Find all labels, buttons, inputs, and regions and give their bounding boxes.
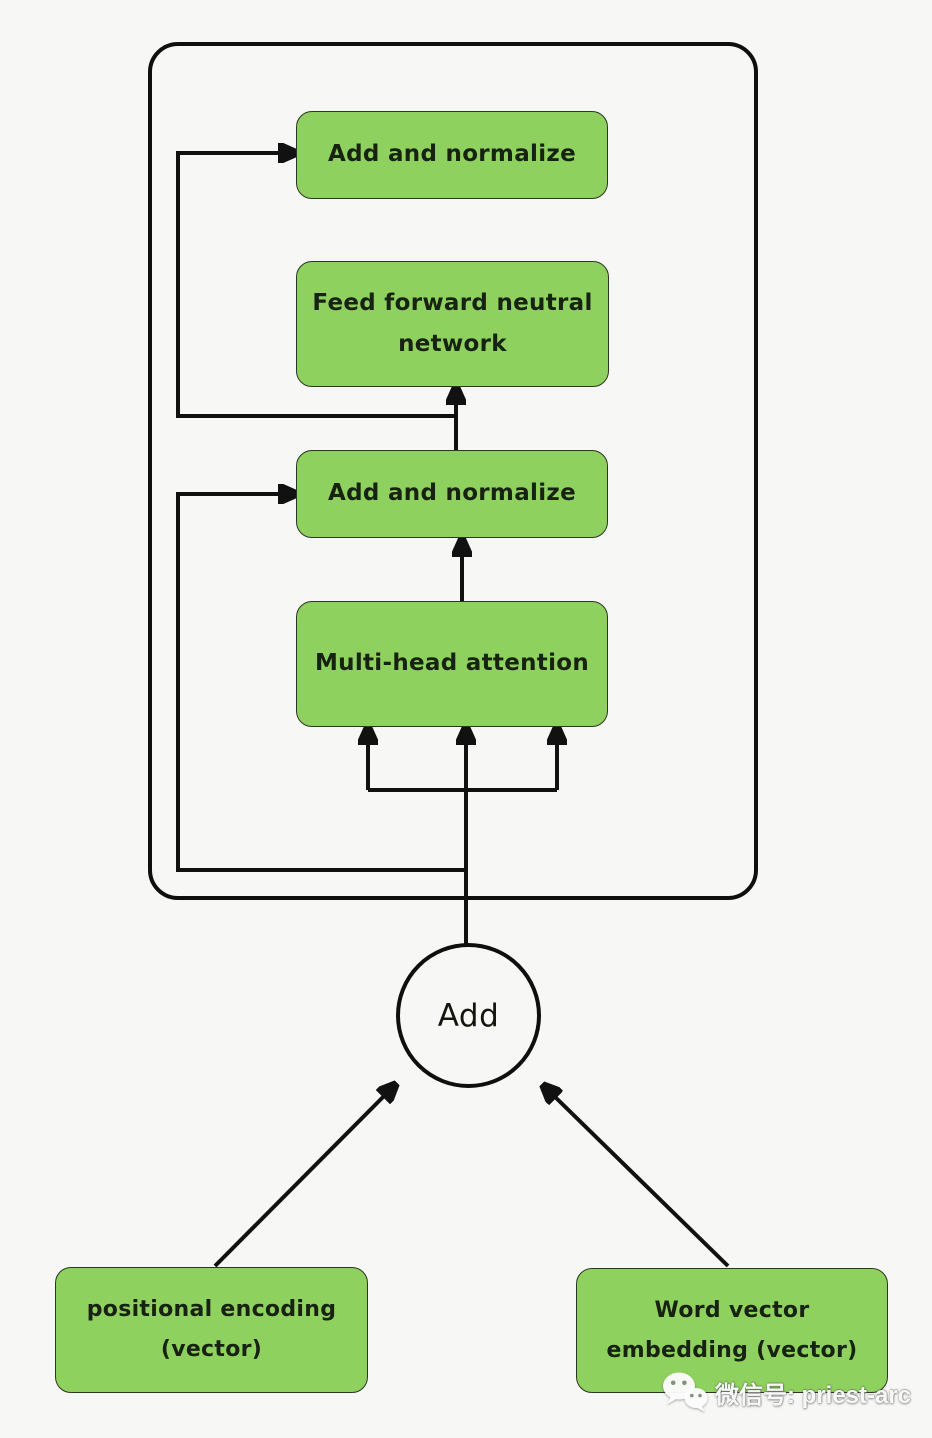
- node-label: Add and normalize: [328, 480, 576, 507]
- wire-residual-top: [176, 153, 456, 418]
- watermark-text: 微信号: priest-arc: [715, 1381, 912, 1409]
- node-add-circle: Add: [396, 943, 541, 1088]
- node-label: Add and normalize: [328, 141, 576, 168]
- node-feed-forward-network: Feed forward neutral network: [296, 261, 609, 387]
- node-add-and-normalize-lower: Add and normalize: [296, 450, 608, 538]
- node-label: Feed forward neutral network: [312, 289, 593, 357]
- wire-embedding-to-add: [549, 1091, 730, 1268]
- wechat-icon: [663, 1372, 708, 1412]
- wire-residual-bottom: [176, 494, 466, 872]
- node-positional-encoding: positional encoding (vector): [55, 1267, 368, 1393]
- node-label: Add: [437, 997, 500, 1034]
- node-multi-head-attention: Multi-head attention: [296, 601, 608, 727]
- encoder-block-frame: [148, 42, 758, 900]
- node-label: positional encoding (vector): [86, 1297, 337, 1362]
- wire-positional-to-add: [213, 1090, 390, 1268]
- node-add-and-normalize-top: Add and normalize: [296, 111, 608, 199]
- node-label: Multi-head attention: [314, 650, 590, 677]
- node-label: Word vector embedding (vector): [606, 1297, 858, 1363]
- node-word-vector-embedding: Word vector embedding (vector): [576, 1268, 888, 1393]
- watermark: 微信号: priest-arc: [662, 1368, 911, 1416]
